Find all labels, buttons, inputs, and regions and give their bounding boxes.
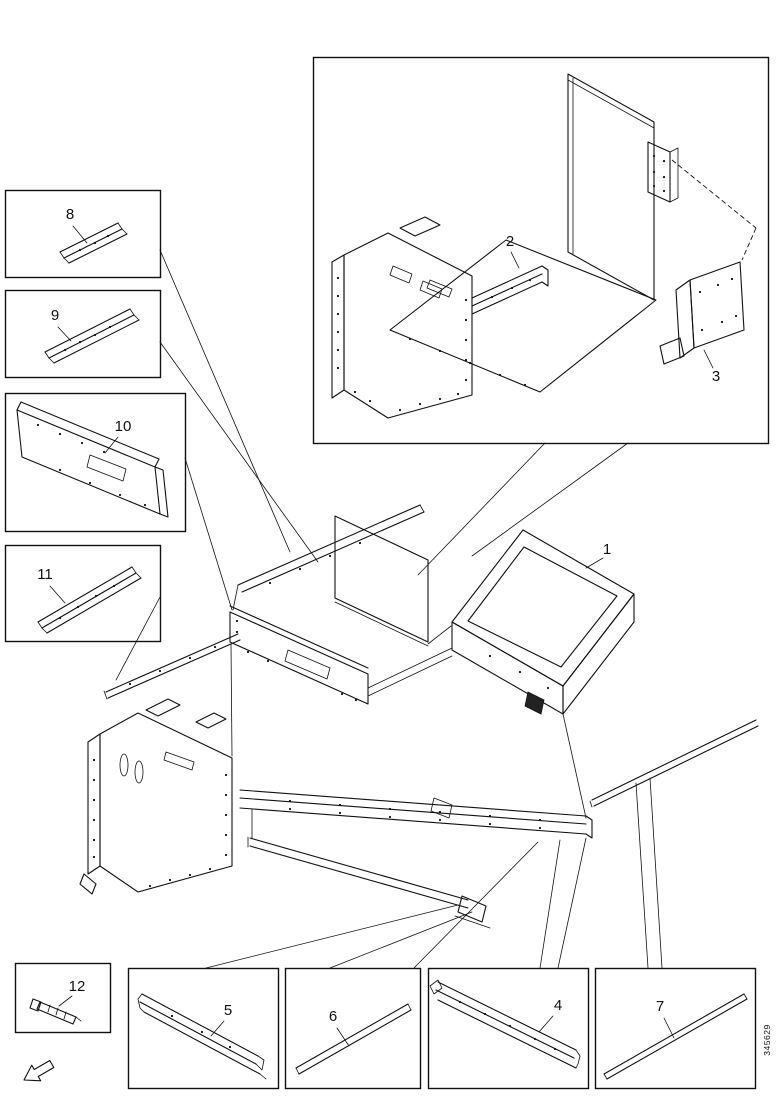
- callout-box-9: [4, 289, 162, 379]
- callout-box-11: [4, 544, 162, 643]
- callout-box-7: [594, 967, 757, 1090]
- part-label-10: 10: [115, 418, 132, 435]
- direction-arrow-icon: [23, 1059, 55, 1082]
- leader-part8: [159, 249, 291, 553]
- leader-part11: [115, 596, 161, 681]
- part8-drawing: [59, 222, 128, 264]
- part-label-8: 8: [66, 206, 74, 223]
- callout-box-2-3: [312, 56, 770, 445]
- callout-box-4: [427, 967, 590, 1090]
- leader-part5: [205, 904, 459, 969]
- part-label-7: 7: [656, 998, 664, 1015]
- callout-box-8: [4, 189, 162, 279]
- leader-part7-b: [649, 777, 663, 969]
- leader-topbox-a: [417, 442, 546, 576]
- part9-drawing: [44, 308, 140, 364]
- part-label-1: 1: [603, 541, 611, 558]
- leader-part9: [159, 341, 319, 563]
- part-label-5: 5: [224, 1002, 232, 1019]
- inset-part2-assembly: [331, 73, 757, 419]
- leader-part6-a: [329, 911, 473, 969]
- leader-topbox-b: [471, 442, 629, 557]
- part-label-2: 2: [506, 233, 514, 250]
- alignment-dash-b: [741, 227, 757, 261]
- part-label-9: 9: [51, 307, 59, 324]
- leader-lines: [115, 249, 663, 969]
- part6-drawing: [295, 1003, 412, 1075]
- main-frame-assembly: [79, 504, 759, 929]
- inset-part3-bracket: [659, 261, 745, 365]
- part-labels: 1 2 3 4 5 6 7 8 9 10 11 12: [37, 206, 720, 1047]
- part-label-11: 11: [37, 566, 53, 583]
- callout-box-5: [127, 967, 280, 1090]
- alignment-dash-a: [671, 159, 757, 229]
- part5-drawing: [137, 993, 267, 1080]
- figure-code: 345629: [762, 1024, 772, 1055]
- part-label-4: 4: [554, 997, 562, 1014]
- part12-drawing: [29, 998, 82, 1025]
- part4-drawing: [429, 979, 581, 1069]
- leader-part6-b: [413, 841, 539, 969]
- part7-drawing: [603, 993, 748, 1080]
- part-label-6: 6: [329, 1008, 337, 1025]
- leader-part7-a: [635, 782, 649, 969]
- leader-part4-b: [557, 837, 587, 969]
- part-label-3: 3: [712, 368, 720, 385]
- callout-box-12: [14, 962, 112, 1034]
- leader-part10: [184, 457, 233, 611]
- part-label-12: 12: [69, 978, 86, 995]
- part11-drawing: [37, 566, 142, 634]
- callout-box-10: [4, 392, 187, 533]
- leader-part4-a: [539, 839, 561, 969]
